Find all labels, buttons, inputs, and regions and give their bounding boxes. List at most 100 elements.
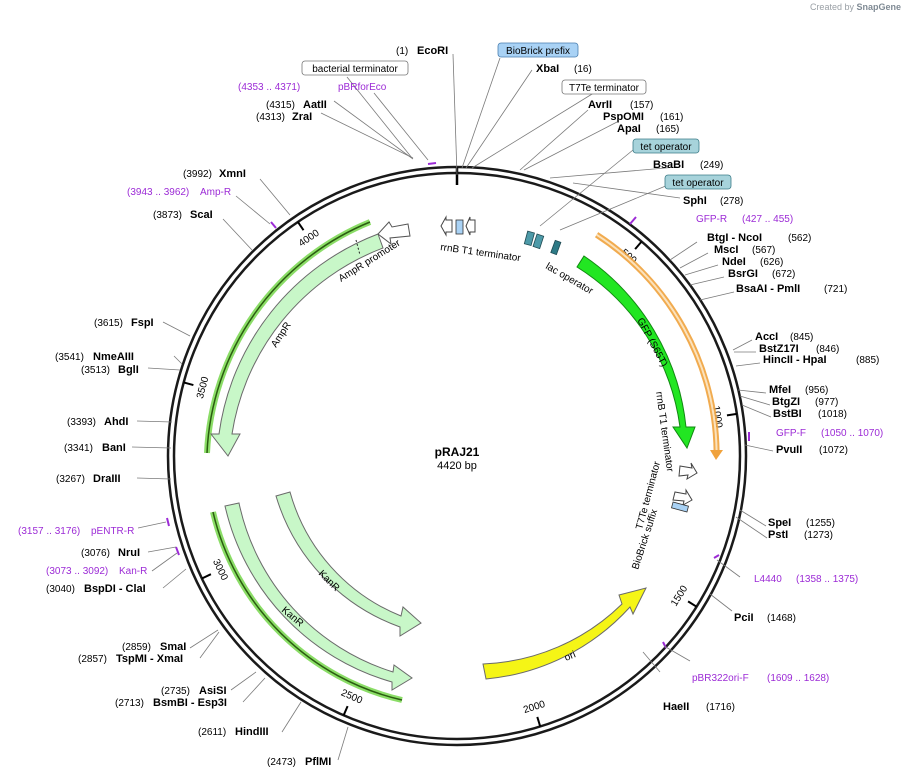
site-bsrgi[interactable]: BsrGI bbox=[728, 268, 758, 280]
boxed-label-biobrick-prefix[interactable]: BioBrick prefix bbox=[497, 42, 579, 58]
site-bsmbi-esp3i[interactable]: BsmBI - Esp3I bbox=[153, 697, 227, 709]
bacterial-terminator-feature[interactable] bbox=[440, 215, 453, 237]
site-bsabi[interactable]: BsaBI bbox=[653, 159, 684, 171]
ampr-promoter-feature[interactable] bbox=[377, 221, 411, 246]
ampr-feature[interactable] bbox=[209, 233, 384, 457]
site-pvuii[interactable]: PvuII bbox=[776, 444, 802, 456]
primer-pbr322ori-f[interactable]: pBR322ori-F bbox=[692, 673, 749, 684]
svg-text:(2611): (2611) bbox=[198, 727, 226, 738]
label-ori: ori bbox=[563, 649, 577, 663]
boxed-label-tet-operator-2[interactable]: tet operator bbox=[664, 174, 732, 190]
tick-label-2500: 2500 bbox=[339, 688, 364, 707]
svg-text:(3076): (3076) bbox=[81, 548, 110, 559]
site-msci[interactable]: MscI bbox=[714, 244, 738, 256]
primer-amp-r[interactable]: Amp-R bbox=[200, 187, 231, 198]
site-smai[interactable]: SmaI bbox=[160, 641, 186, 653]
primer-gfp-r[interactable]: GFP-R bbox=[696, 214, 727, 225]
svg-text:(1255): (1255) bbox=[806, 518, 835, 529]
plasmid-name: pRAJ21 bbox=[435, 445, 480, 459]
primer-l4440[interactable]: L4440 bbox=[754, 574, 782, 585]
site-zrai[interactable]: ZraI bbox=[292, 111, 312, 123]
boxed-label-t7te-terminator[interactable]: T7Te terminator bbox=[561, 79, 647, 95]
site-bstz17i[interactable]: BstZ17I bbox=[759, 343, 799, 355]
boxed-label-tet-operator-1[interactable]: tet operator bbox=[632, 138, 700, 154]
site-bspdi-clai[interactable]: BspDI - ClaI bbox=[84, 583, 146, 595]
svg-text:(3267): (3267) bbox=[56, 474, 85, 485]
svg-text:(3873): (3873) bbox=[153, 210, 182, 221]
kanr-feature-outer[interactable] bbox=[224, 502, 413, 691]
site-tspmi-xmai[interactable]: TspMI - XmaI bbox=[116, 653, 183, 665]
site-spei[interactable]: SpeI bbox=[768, 517, 791, 529]
biobrick-prefix-feature[interactable] bbox=[455, 219, 464, 235]
biobrick-suffix-feature[interactable] bbox=[671, 501, 689, 513]
svg-text:tet operator: tet operator bbox=[640, 142, 692, 153]
primer-gfp-f[interactable]: GFP-F bbox=[776, 428, 806, 439]
primer-kan-r[interactable]: Kan-R bbox=[119, 566, 147, 577]
primer-labels: (4353 .. 4371) pBRforEco (3943 .. 3962) … bbox=[18, 82, 883, 684]
gfp-feature[interactable] bbox=[576, 255, 696, 450]
svg-text:(3341): (3341) bbox=[64, 443, 93, 454]
site-pflmi[interactable]: PflMI bbox=[305, 756, 331, 768]
site-bsaai-pmli[interactable]: BsaAI - PmlI bbox=[736, 283, 800, 295]
site-scai[interactable]: ScaI bbox=[190, 209, 213, 221]
site-psti[interactable]: PstI bbox=[768, 529, 788, 541]
site-btgi-ncoi[interactable]: BtgI - NcoI bbox=[707, 232, 762, 244]
label-rrnb-t1-terminator: rrnB T1 terminator bbox=[440, 242, 522, 264]
tet-operator-1-feature[interactable] bbox=[523, 230, 535, 247]
gfp-orf-arrowhead bbox=[710, 450, 723, 460]
site-fspi[interactable]: FspI bbox=[131, 317, 154, 329]
site-apai[interactable]: ApaI bbox=[617, 123, 641, 135]
site-draiii[interactable]: DraIII bbox=[93, 473, 121, 485]
site-acci[interactable]: AccI bbox=[755, 331, 778, 343]
site-bgli[interactable]: BglI bbox=[118, 364, 139, 376]
site-avrii[interactable]: AvrII bbox=[588, 99, 612, 111]
svg-text:(3541): (3541) bbox=[55, 352, 84, 363]
site-pcii[interactable]: PciI bbox=[734, 612, 754, 624]
site-ndei[interactable]: NdeI bbox=[722, 256, 746, 268]
svg-text:(845): (845) bbox=[790, 332, 813, 343]
site-asisi[interactable]: AsiSI bbox=[199, 685, 227, 697]
tick-label-1500: 1500 bbox=[669, 583, 690, 608]
tick-3500 bbox=[183, 381, 194, 386]
lac-operator-feature[interactable] bbox=[550, 239, 562, 256]
site-btgzi[interactable]: BtgZI bbox=[772, 396, 800, 408]
site-ahdi[interactable]: AhdI bbox=[104, 416, 128, 428]
tet-operator-2-feature[interactable] bbox=[532, 233, 545, 250]
site-sphi[interactable]: SphI bbox=[683, 195, 707, 207]
snapgene-logo: SnapGene bbox=[856, 2, 901, 12]
site-hincii-hpai[interactable]: HincII - HpaI bbox=[763, 354, 827, 366]
site-nmeaiii[interactable]: NmeAIII bbox=[93, 351, 134, 363]
site-xbai[interactable]: XbaI bbox=[536, 63, 559, 75]
site-aatii[interactable]: AatII bbox=[303, 99, 327, 111]
boxed-label-bacterial-terminator[interactable]: bacterial terminator bbox=[301, 60, 409, 76]
site-hindiii[interactable]: HindIII bbox=[235, 726, 269, 738]
svg-text:(16): (16) bbox=[574, 64, 592, 75]
t7te-terminator-2-feature[interactable] bbox=[672, 488, 693, 506]
site-bstbi[interactable]: BstBI bbox=[773, 408, 802, 420]
site-pspomi[interactable]: PspOMI bbox=[603, 111, 644, 123]
label-rrnb-t1-terminator-2: rrnB T1 terminator bbox=[653, 391, 675, 473]
sites-right: (1) EcoRI XbaI (16) AvrII (157) PspOMI (… bbox=[396, 45, 879, 713]
tick-1500 bbox=[687, 600, 698, 608]
svg-text:T7Te terminator: T7Te terminator bbox=[569, 83, 640, 94]
svg-text:(3073 .. 3092): (3073 .. 3092) bbox=[46, 566, 108, 577]
kanr-feature-inner[interactable] bbox=[275, 491, 422, 637]
site-bani[interactable]: BanI bbox=[102, 442, 126, 454]
primer-pentr-r[interactable]: pENTR-R bbox=[91, 526, 134, 537]
svg-text:(3992): (3992) bbox=[183, 169, 212, 180]
gfp-orf-arc-inner bbox=[596, 233, 718, 453]
svg-text:(4313): (4313) bbox=[256, 112, 285, 123]
site-nrui[interactable]: NruI bbox=[118, 547, 140, 559]
svg-text:(721): (721) bbox=[824, 284, 847, 295]
leader-lines bbox=[131, 53, 774, 761]
t7te-terminator-feature[interactable] bbox=[465, 216, 476, 236]
site-haeii[interactable]: HaeII bbox=[663, 701, 689, 713]
tick-label-3500: 3500 bbox=[195, 375, 212, 400]
rrnb-t1-terminator-2-feature[interactable] bbox=[678, 462, 698, 481]
ori-feature[interactable] bbox=[482, 587, 647, 680]
site-mfei[interactable]: MfeI bbox=[769, 384, 791, 396]
site-ecori[interactable]: EcoRI bbox=[417, 45, 448, 57]
primer-pbrforeco[interactable]: pBRforEco bbox=[338, 82, 387, 93]
site-xmni[interactable]: XmnI bbox=[219, 168, 246, 180]
